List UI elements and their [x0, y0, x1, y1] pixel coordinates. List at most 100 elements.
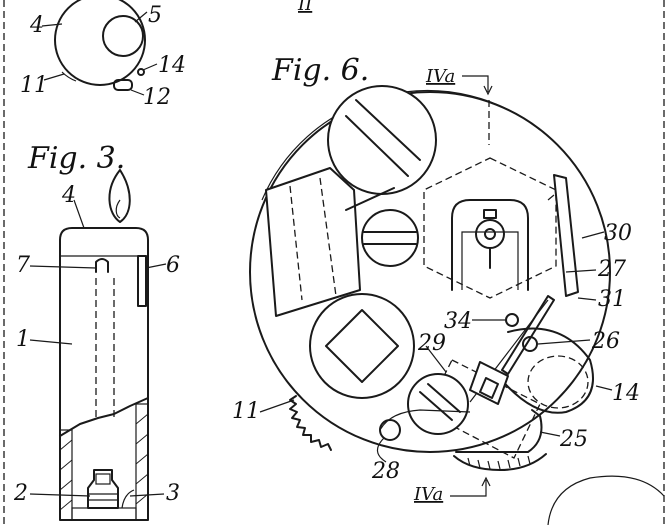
label-11-fig6: 11 — [232, 399, 260, 424]
leader-11-top — [43, 73, 65, 81]
leader-25 — [539, 431, 561, 437]
tank-arm — [345, 187, 395, 211]
leader-28 — [376, 437, 387, 463]
figure-6: Fig. 6. IVa IVa — [232, 53, 640, 505]
flint-block-inner — [479, 377, 499, 399]
body-25 — [453, 453, 547, 471]
figure-3-title: Fig. 3. — [27, 141, 125, 176]
section-arrow-bottom — [450, 480, 487, 497]
window-large-slot — [345, 99, 421, 177]
label-2: 2 — [13, 481, 28, 506]
leader-3 — [129, 493, 165, 497]
tank-block — [265, 167, 361, 317]
tank-dashed — [289, 177, 337, 301]
burner-nozzle — [475, 219, 505, 249]
top-view-body-circle — [54, 0, 146, 86]
label-27: 27 — [597, 257, 626, 282]
leader-30 — [581, 231, 605, 239]
leader-27 — [565, 269, 597, 273]
section-arrow-top-head — [483, 85, 493, 96]
button-plate — [309, 293, 415, 399]
leader-14-top — [142, 63, 158, 71]
strip-tab — [547, 194, 555, 201]
valve-body — [87, 469, 119, 509]
leader-31 — [577, 297, 597, 301]
section-mark-corner: II — [297, 0, 313, 15]
leader-26 — [537, 339, 591, 345]
pin-26 — [522, 336, 538, 352]
wheel-29 — [407, 373, 469, 435]
label-14-top: 14 — [158, 53, 186, 78]
top-view-fig2: 4 5 14 12 11 — [20, 0, 186, 110]
label-26: 26 — [591, 329, 620, 354]
label-12: 12 — [143, 85, 171, 110]
section-arrow-top — [462, 75, 489, 92]
burner-housing — [451, 199, 529, 291]
wall-left — [59, 429, 73, 521]
top-view-serration — [61, 71, 77, 82]
break-line — [59, 397, 149, 437]
leader-14-fig6 — [595, 385, 613, 391]
spring-strip-31 — [553, 174, 579, 297]
label-3: 3 — [166, 481, 180, 506]
base-plate — [71, 507, 137, 521]
label-6: 6 — [166, 253, 180, 278]
section-arrow-bottom-head — [481, 476, 491, 487]
label-4-fig3: 4 — [61, 183, 76, 208]
label-14-fig6: 14 — [612, 381, 640, 406]
cap-14 — [499, 327, 594, 414]
pin-34 — [505, 313, 519, 327]
figure-6-title: Fig. 6. — [271, 53, 369, 88]
label-29: 29 — [417, 331, 446, 356]
window-large — [327, 85, 437, 195]
figure-3: Fig. 3. — [13, 141, 180, 521]
corner-fragment — [547, 475, 665, 525]
valve-core — [95, 473, 111, 485]
screw-small-slot — [363, 231, 417, 245]
hexagon-housing — [423, 157, 557, 299]
section-mark-bottom: IVa — [413, 484, 443, 505]
lever-27 — [501, 295, 555, 375]
pin-28 — [379, 419, 401, 441]
flame-inner — [115, 199, 121, 219]
screw-small — [361, 209, 419, 267]
wheel-29-slot — [419, 383, 461, 421]
label-11-top: 11 — [20, 73, 48, 98]
lighter-body-outline — [59, 227, 149, 521]
leader-6 — [145, 263, 167, 269]
label-31: 31 — [598, 287, 626, 312]
leader-29 — [425, 345, 447, 373]
label-4-top: 4 — [29, 13, 44, 38]
leader-1 — [29, 339, 73, 345]
housing-outer-circle — [249, 91, 611, 453]
leader-4-top — [41, 23, 63, 27]
slot-7 — [95, 258, 109, 273]
leader-11-fig6 — [259, 399, 295, 413]
top-view-window-circle — [102, 15, 144, 57]
leader-4-fig3 — [73, 199, 85, 229]
cap-14-dashed — [527, 355, 589, 409]
leader-5 — [134, 11, 148, 23]
flint-block — [469, 361, 509, 405]
label-7: 7 — [16, 253, 30, 278]
wall-hatching — [59, 413, 149, 511]
flame-icon — [108, 169, 131, 223]
label-25: 25 — [559, 427, 588, 452]
wall-right — [135, 403, 149, 521]
leader-7 — [29, 265, 97, 269]
leader-12 — [130, 89, 145, 96]
burner-top-tab — [483, 209, 497, 219]
diamond-insert — [325, 309, 399, 383]
label-34: 34 — [444, 309, 472, 334]
side-window-6 — [137, 255, 147, 307]
label-5: 5 — [148, 3, 162, 28]
leader-2 — [29, 493, 91, 497]
spring-3 — [121, 489, 135, 509]
label-1: 1 — [16, 327, 30, 352]
top-view-pin-14 — [137, 68, 145, 76]
gear-11 — [289, 395, 332, 451]
label-28: 28 — [371, 459, 400, 484]
burner-nozzle-core — [484, 228, 496, 240]
body-25-ribs — [467, 455, 531, 470]
